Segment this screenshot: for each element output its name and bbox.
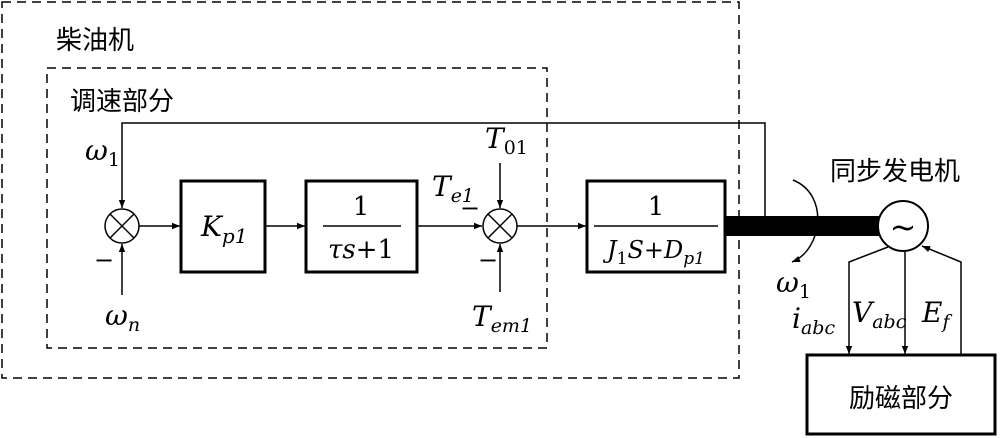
excitation-block [805, 353, 997, 436]
lag-block-denominator: τs+1 [328, 235, 394, 265]
minus-te1: − [460, 194, 480, 222]
te1-label: Te1 [432, 170, 474, 207]
rotation-arrow [791, 179, 819, 263]
summing-junction-1 [104, 208, 140, 244]
diesel-engine-frame [1, 1, 740, 379]
gain-block [179, 179, 267, 274]
minus-tem1: − [478, 246, 498, 274]
omega1-shaft-label: ω1 [776, 266, 811, 303]
inertia-block-denominator: J1S+Dp1 [602, 236, 705, 269]
omega1-feedback-label: ω1 [85, 134, 120, 171]
inertia-block-numerator: 1 [648, 192, 665, 222]
iabc-line [845, 246, 889, 354]
excitation-label: 励磁部分 [849, 384, 953, 414]
tem1-label: Tem1 [472, 300, 532, 337]
diesel-engine-label: 柴油机 [56, 26, 134, 56]
gain-block-label: Kp1 [200, 210, 247, 248]
t01-label: T01 [485, 122, 528, 159]
summing-junction-2 [482, 208, 518, 244]
svg-text:~: ~ [890, 208, 917, 246]
omega1-feedback-line [118, 122, 766, 216]
iabc-label: iabc [792, 302, 835, 339]
ef-label: Ef [921, 296, 952, 333]
generator-label: 同步发电机 [830, 157, 960, 187]
shaft [725, 216, 880, 236]
omega-n-label: ωn [105, 299, 140, 336]
ef-line [921, 245, 962, 355]
generator-symbol: ~ [877, 200, 929, 252]
vabc-label: Vabc [852, 296, 907, 333]
minus-omega-n: − [94, 246, 114, 274]
governor-label: 调速部分 [70, 87, 174, 117]
lag-block-numerator: 1 [353, 192, 370, 222]
